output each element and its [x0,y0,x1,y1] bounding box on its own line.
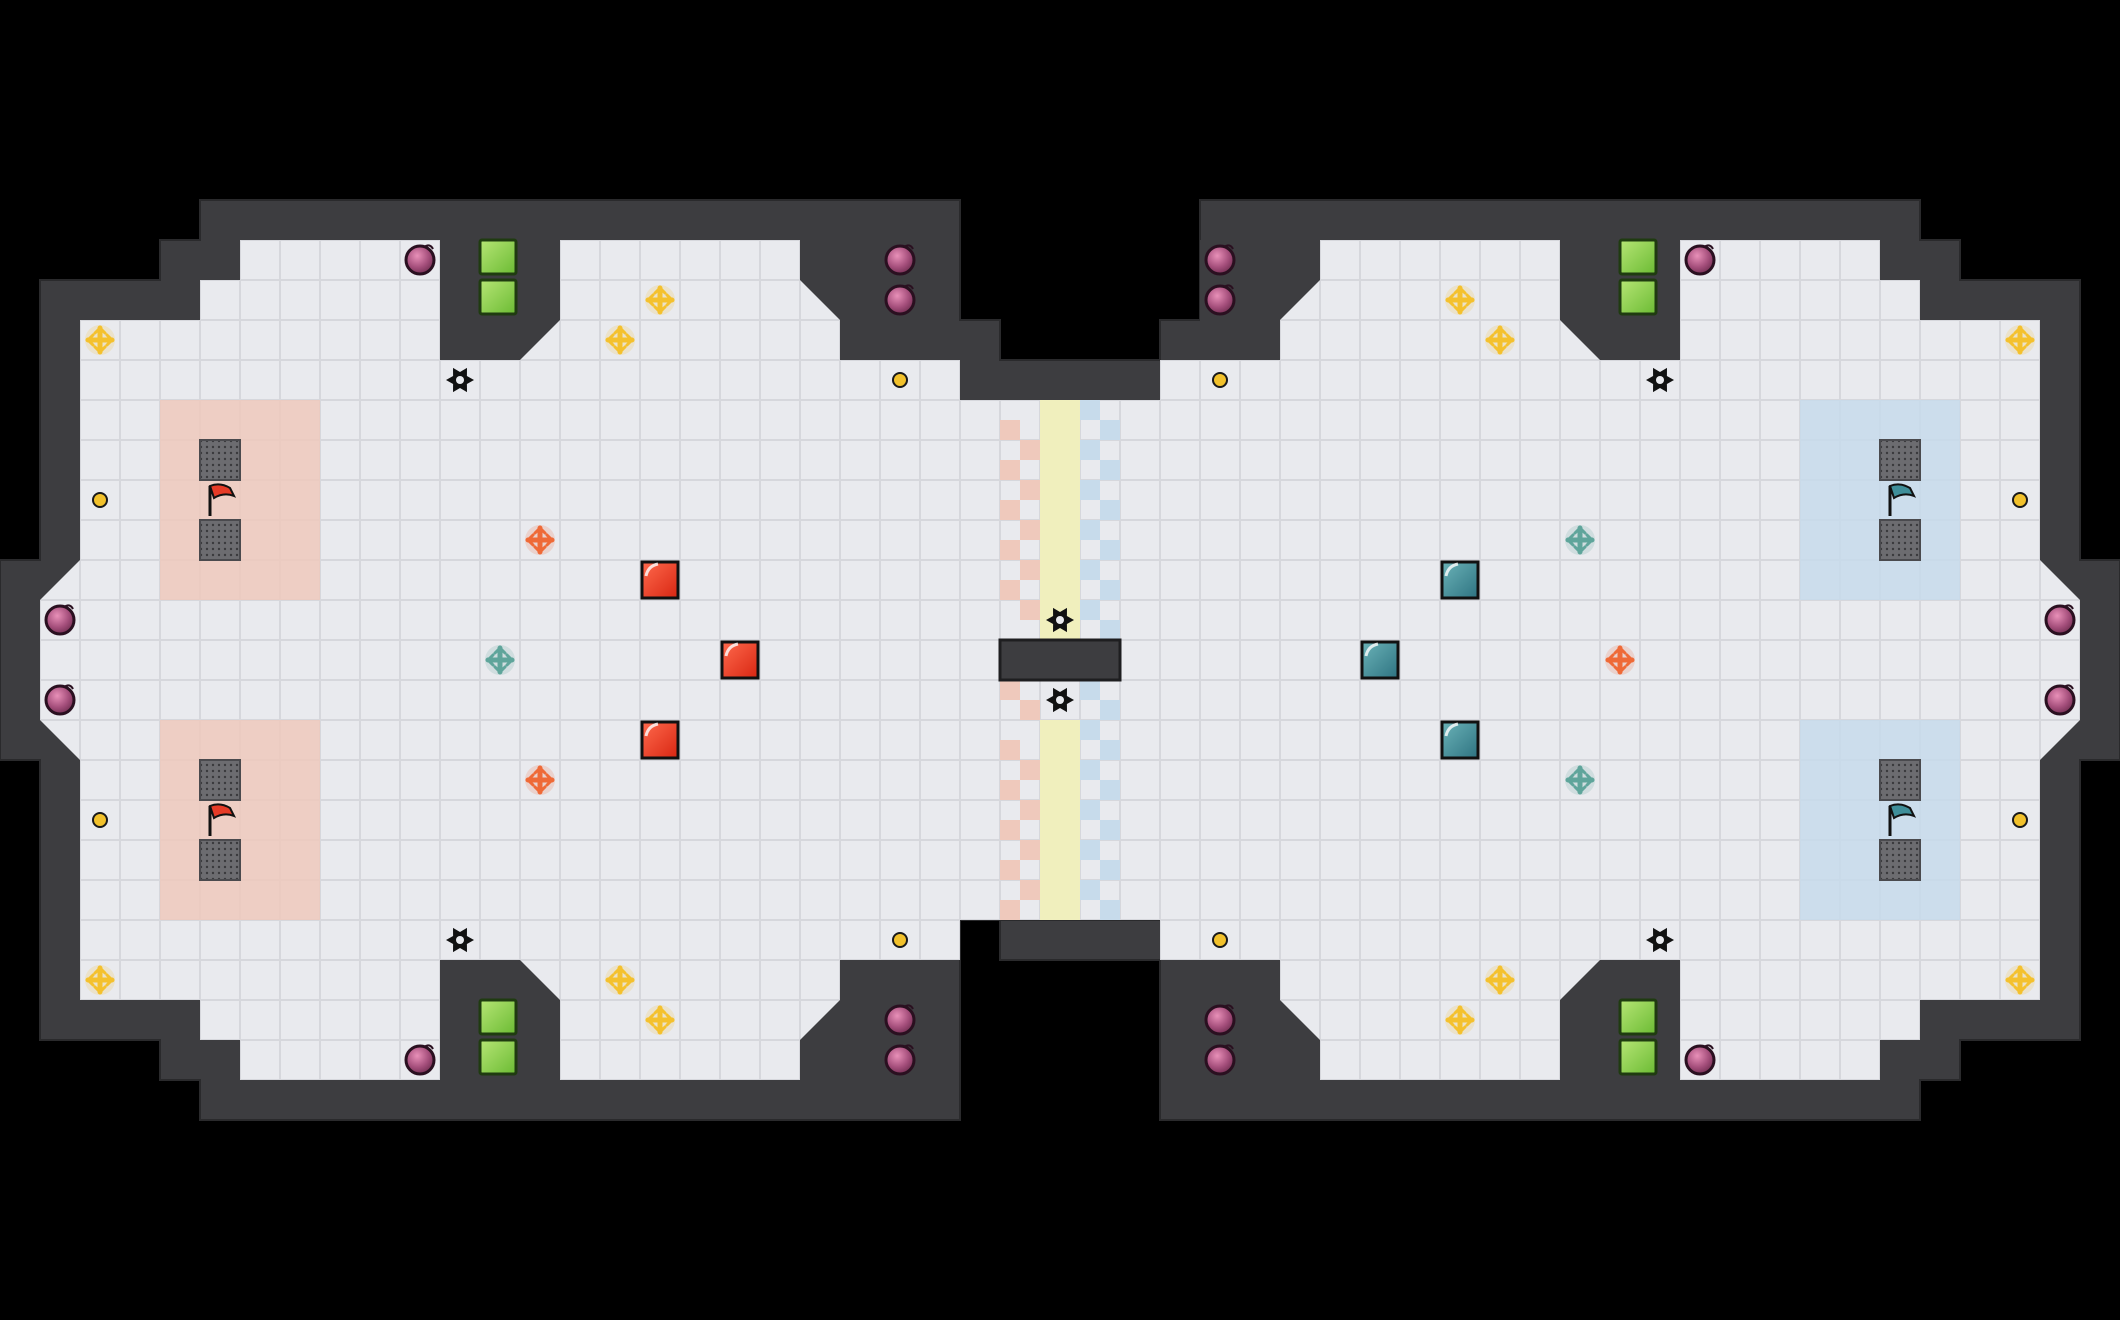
red-block [640,560,680,600]
gate-icon [478,1038,518,1076]
gate-icon [1618,238,1658,276]
grate-tile [1879,839,1921,881]
grate-tile [1879,519,1921,561]
bomb-token-icon [1212,372,1228,388]
boost-icon [1485,325,1515,355]
powerup-icon [44,684,76,716]
boost-icon [2005,965,2035,995]
boost-icon [1445,1005,1475,1035]
powerup-icon [1204,244,1236,276]
boost-icon [85,325,115,355]
grate-tile [1879,759,1921,801]
spike-icon [446,367,474,393]
grate-tile [1879,439,1921,481]
gate-icon [478,998,518,1036]
blue-block [1360,640,1400,680]
blue-zone-bottom [1800,720,1960,920]
spike-icon [1646,367,1674,393]
powerup-icon [404,244,436,276]
bomb-token-icon [892,372,908,388]
boost-icon [1565,525,1595,555]
flag-blue-icon [1888,803,1917,836]
powerup-icon [1204,1004,1236,1036]
left-floor [40,240,1000,1080]
powerup-icon [1204,1044,1236,1076]
powerup-icon [404,1044,436,1076]
grate-tile [199,439,241,481]
boost-icon [85,965,115,995]
powerup-icon [884,1044,916,1076]
red-zone-bottom [160,720,320,920]
spike-icon [1646,927,1674,953]
boost-icon [525,525,555,555]
blue-checker-lane [1080,400,1120,920]
gate-icon [478,238,518,276]
blue-block [1440,560,1480,600]
flag-red-icon [208,803,237,836]
spike-icon [1046,607,1074,633]
powerup-icon [1684,244,1716,276]
red-zone-top [160,400,320,600]
bomb-token-icon [92,812,108,828]
boost-icon [2005,325,2035,355]
center-barrier [998,638,1122,682]
powerup-icon [44,604,76,636]
neutral-lane-top [1040,400,1080,640]
boost-icon [605,325,635,355]
powerup-icon [884,284,916,316]
spike-icon [1046,687,1074,713]
grate-tile [199,519,241,561]
bomb-token-icon [892,932,908,948]
boost-icon [1445,285,1475,315]
team-zones [160,400,1960,920]
neutral-lane-bottom [1040,720,1080,920]
flag-red-icon [208,483,237,516]
gate-icon [1618,998,1658,1036]
red-block [640,720,680,760]
right-floor [1120,240,2080,1080]
grate-tile [199,759,241,801]
boost-icon [525,765,555,795]
spike-icon [446,927,474,953]
red-checker-lane [1000,420,1040,920]
entity-layer [44,238,2076,1076]
red-block [720,640,760,680]
powerup-icon [2044,684,2076,716]
powerup-icon [2044,604,2076,636]
boost-icon [645,1005,675,1035]
powerup-icon [1684,1044,1716,1076]
grate-tile [199,839,241,881]
boost-icon [1565,765,1595,795]
powerup-icon [884,244,916,276]
powerup-icon [884,1004,916,1036]
bomb-token-icon [2012,812,2028,828]
gate-icon [1618,1038,1658,1076]
powerup-icon [1204,284,1236,316]
gate-icon [1618,278,1658,316]
flag-blue-icon [1888,483,1917,516]
boost-icon [485,645,515,675]
boost-icon [1605,645,1635,675]
bomb-token-icon [2012,492,2028,508]
bomb-token-icon [1212,932,1228,948]
gate-icon [478,278,518,316]
center-lanes [998,400,1122,920]
bomb-token-icon [92,492,108,508]
boost-icon [1485,965,1515,995]
blue-zone-top [1800,400,1960,600]
boost-icon [645,285,675,315]
boost-icon [605,965,635,995]
blue-block [1440,720,1480,760]
